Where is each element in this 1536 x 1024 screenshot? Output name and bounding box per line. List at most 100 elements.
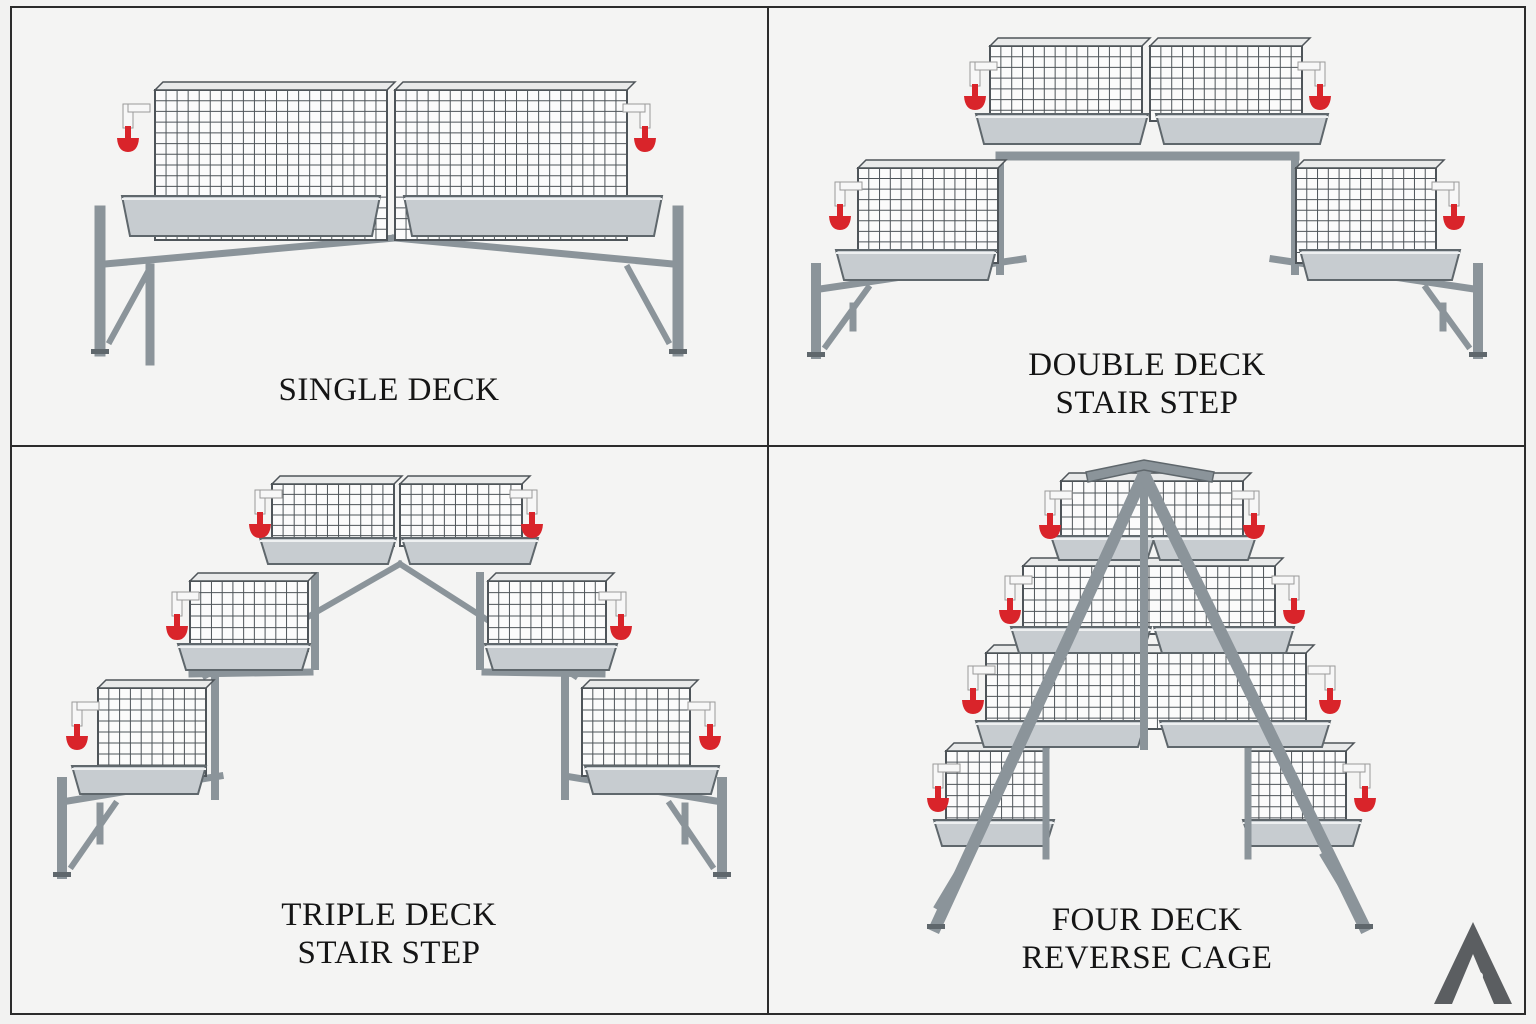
steel-frame-icon (933, 851, 973, 911)
panel-single-deck: SINGLE DECK (10, 6, 768, 446)
caption-four-deck: FOUR DECK REVERSE CAGE (768, 901, 1526, 977)
foot-plate (669, 349, 687, 354)
drinker-stem (707, 724, 713, 736)
drinker-stem (1007, 598, 1013, 610)
drinker-cup (1309, 96, 1331, 110)
red-drinker-icon (687, 701, 721, 750)
red-drinker-icon (1271, 575, 1305, 624)
drinker-stem (1317, 84, 1323, 96)
foot-plate (53, 872, 71, 877)
drinker-cup (249, 524, 271, 538)
red-drinker-icon (964, 61, 998, 110)
feed-trough-icon (1150, 535, 1258, 561)
drinker-arm (76, 701, 100, 711)
steel-frame-icon (1421, 283, 1473, 351)
trough-body (402, 195, 664, 237)
single-deck-illustration (91, 81, 687, 366)
drinker-arm (687, 701, 711, 711)
cage-top (188, 572, 318, 582)
drinker-arm (937, 763, 961, 773)
drinker-stem (74, 724, 80, 736)
panel-triple-deck: TRIPLE DECK STAIR STEP (10, 446, 768, 1015)
cage-top (1294, 159, 1446, 169)
red-drinker-icon (598, 591, 632, 640)
drinker-stem (174, 614, 180, 626)
drinker-stem (972, 84, 978, 96)
cage-top (96, 679, 216, 689)
wire-cage-icon (398, 475, 532, 547)
wire-cage-icon (580, 679, 700, 777)
drinker-stem (529, 512, 535, 524)
drinker-arm (127, 103, 151, 113)
steel-frame-icon (67, 799, 120, 871)
drinker-arm (839, 181, 863, 191)
trough-body (400, 537, 540, 565)
cage-top (856, 159, 1008, 169)
red-drinker-icon (166, 591, 200, 640)
trough-body (1154, 113, 1330, 145)
wire-cage-icon (188, 572, 318, 652)
steel-frame-icon (928, 466, 1152, 934)
red-drinker-icon (622, 103, 656, 152)
feed-trough-icon (402, 195, 664, 237)
steel-frame-icon (188, 668, 314, 678)
wire-cage-icon (486, 572, 616, 652)
feed-trough-icon (1241, 819, 1363, 847)
trough-body (176, 643, 312, 671)
cage-frame (857, 167, 999, 264)
drinker-arm (1009, 575, 1033, 585)
red-drinker-icon (1039, 490, 1073, 539)
four-deck-illustration (927, 459, 1376, 935)
steel-frame-icon (821, 283, 873, 351)
caption-line-2: STAIR STEP (297, 935, 481, 971)
steel-frame-icon (481, 668, 606, 678)
wire-cage-icon (270, 475, 404, 547)
red-drinker-icon (829, 181, 863, 230)
drinker-arm (1307, 665, 1331, 675)
feed-trough-icon (1298, 249, 1462, 281)
wire-cage-icon (96, 679, 216, 777)
caption-line-1: TRIPLE DECK (281, 897, 497, 933)
trough-body (834, 249, 998, 281)
trough-body (1158, 720, 1332, 748)
drinker-stem (1451, 204, 1457, 216)
foot-plate (1355, 924, 1373, 929)
steel-frame-icon (1135, 465, 1373, 935)
red-drinker-icon (1297, 61, 1331, 110)
foot-plate (713, 872, 731, 877)
drinker-cup (66, 736, 88, 750)
triple-deck-illustration (53, 475, 731, 879)
drinker-arm (509, 489, 533, 499)
cage-top (1148, 37, 1312, 47)
drinker-arm (1297, 61, 1321, 71)
red-drinker-icon (1342, 763, 1376, 812)
feed-trough-icon (70, 765, 208, 795)
red-drinker-icon (1231, 490, 1265, 539)
drinker-cup (1354, 798, 1376, 812)
wire-cage-icon (988, 37, 1152, 122)
drinker-stem (1327, 688, 1333, 700)
steel-frame-icon (105, 263, 155, 346)
drinker-stem (1251, 513, 1257, 525)
feed-trough-icon (583, 765, 721, 795)
cage-top (393, 81, 637, 91)
feed-trough-icon (1009, 626, 1153, 654)
feed-trough-icon (974, 113, 1150, 145)
caption-double-deck: DOUBLE DECK STAIR STEP (768, 346, 1526, 422)
drinker-arm (1271, 575, 1295, 585)
drinker-arm (1049, 490, 1073, 500)
steel-frame-icon (665, 799, 717, 871)
red-drinker-icon (927, 763, 961, 812)
drinker-cup (927, 798, 949, 812)
caption-line-2: STAIR STEP (1055, 385, 1239, 421)
steel-frame-icon (623, 263, 673, 346)
drinker-cup (829, 216, 851, 230)
cage-top (270, 475, 404, 485)
cage-top (153, 81, 397, 91)
cage-top (398, 475, 532, 485)
feed-trough-icon (400, 537, 540, 565)
red-drinker-icon (66, 701, 100, 750)
steel-frame-icon (1319, 851, 1359, 911)
vertical-divider (767, 6, 769, 1015)
wire-cage-icon (1148, 37, 1312, 122)
